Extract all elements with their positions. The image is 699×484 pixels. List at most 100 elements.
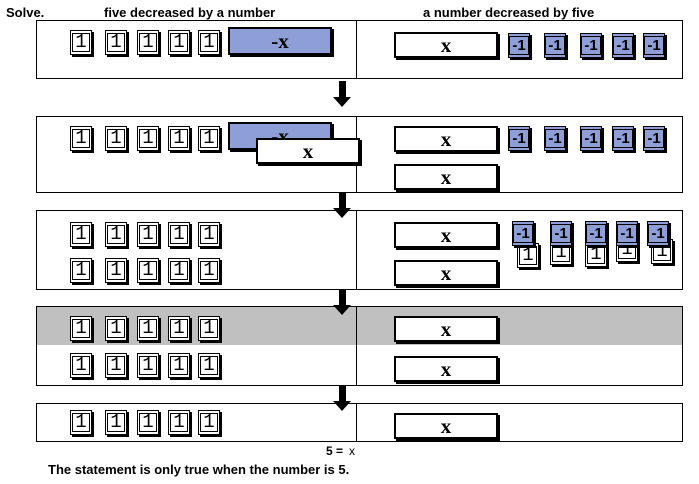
tile-label: 1 — [170, 129, 188, 148]
variable-bar: x — [394, 356, 498, 382]
divider-5 — [356, 404, 357, 441]
positive-one-tile: 1 — [105, 222, 127, 247]
negative-one-tile: -1 — [580, 126, 602, 151]
tile-label: -1 — [644, 36, 664, 55]
positive-one-tile: 1 — [137, 258, 159, 283]
result-lhs: 5 = — [326, 444, 344, 458]
positive-one-tile: 1 — [70, 222, 92, 247]
tile-label: 1 — [519, 246, 537, 265]
positive-one-tile: 1 — [137, 126, 159, 151]
panel-1 — [36, 20, 683, 79]
down-arrow-icon — [333, 290, 351, 315]
positive-one-tile: 1 — [198, 258, 220, 283]
tile-label: 1 — [170, 356, 188, 375]
negative-one-tile: -1 — [508, 126, 530, 151]
variable-bar: x — [394, 32, 498, 58]
negative-one-tile: -1 — [643, 33, 665, 58]
result-equation: 5 =x — [326, 444, 355, 458]
down-arrow-icon — [333, 193, 351, 218]
tile-label: 1 — [72, 225, 90, 244]
positive-one-tile: 1 — [70, 353, 92, 378]
tile-label: 1 — [107, 129, 125, 148]
tile-label: 1 — [139, 319, 157, 338]
tile-label: -1 — [545, 129, 565, 148]
negative-one-tile: -1 — [550, 221, 572, 246]
tile-label: 1 — [139, 225, 157, 244]
variable-label: x — [440, 126, 452, 151]
tile-label: 1 — [200, 225, 218, 244]
tile-label: 1 — [107, 356, 125, 375]
tile-label: 1 — [139, 129, 157, 148]
variable-bar: x — [394, 413, 498, 439]
positive-one-tile: 1 — [517, 243, 539, 268]
positive-one-tile: 1 — [105, 126, 127, 151]
tile-label: 1 — [587, 245, 605, 264]
negative-variable-bar: -x — [228, 27, 332, 55]
variable-label: x — [440, 32, 452, 57]
divider-1 — [356, 21, 357, 78]
positive-one-tile: 1 — [70, 258, 92, 283]
tile-label: 1 — [200, 33, 218, 52]
tile-label: 1 — [170, 225, 188, 244]
positive-one-tile: 1 — [198, 30, 220, 55]
variable-label: x — [440, 356, 452, 381]
tile-label: -1 — [581, 36, 601, 55]
negative-one-tile: -1 — [616, 221, 638, 246]
positive-one-tile: 1 — [168, 316, 190, 341]
tile-label: 1 — [72, 356, 90, 375]
variable-bar: x — [394, 316, 498, 342]
positive-one-tile: 1 — [168, 258, 190, 283]
tile-label: 1 — [107, 33, 125, 52]
divider-4 — [356, 307, 357, 385]
tile-label: 1 — [200, 129, 218, 148]
positive-one-tile: 1 — [70, 316, 92, 341]
negative-one-tile: -1 — [512, 221, 534, 246]
positive-one-tile: 1 — [198, 410, 220, 435]
conclusion-text: The statement is only true when the numb… — [48, 462, 350, 477]
variable-label: x — [440, 413, 452, 438]
down-arrow-icon — [333, 386, 351, 411]
tile-label: 1 — [200, 319, 218, 338]
tile-label: -1 — [551, 224, 571, 243]
panel-2 — [36, 116, 683, 193]
negative-one-tile: -1 — [612, 33, 634, 58]
tile-label: 1 — [170, 261, 188, 280]
negative-one-tile: -1 — [544, 33, 566, 58]
tile-label: -1 — [545, 36, 565, 55]
divider-3 — [356, 211, 357, 289]
positive-one-tile: 1 — [198, 126, 220, 151]
negative-one-tile: -1 — [580, 33, 602, 58]
variable-bar: x — [256, 138, 360, 164]
variable-bar: x — [394, 126, 498, 152]
positive-one-tile: 1 — [70, 410, 92, 435]
right-title: a number decreased by five — [423, 5, 595, 20]
positive-one-tile: 1 — [105, 30, 127, 55]
positive-one-tile: 1 — [168, 30, 190, 55]
tile-label: 1 — [107, 225, 125, 244]
tile-label: 1 — [72, 129, 90, 148]
positive-one-tile: 1 — [105, 316, 127, 341]
panel-5 — [36, 403, 683, 442]
positive-one-tile: 1 — [198, 316, 220, 341]
positive-one-tile: 1 — [137, 222, 159, 247]
positive-one-tile: 1 — [168, 410, 190, 435]
solve-label: Solve. — [6, 5, 45, 20]
negative-one-tile: -1 — [508, 33, 530, 58]
positive-one-tile: 1 — [105, 353, 127, 378]
positive-one-tile: 1 — [70, 126, 92, 151]
left-title: five decreased by a number — [104, 5, 276, 20]
tile-label: 1 — [170, 319, 188, 338]
tile-label: -1 — [613, 129, 633, 148]
tile-label: 1 — [72, 319, 90, 338]
variable-label: x — [440, 164, 452, 189]
negative-one-tile: -1 — [585, 221, 607, 246]
variable-label: x — [302, 138, 314, 163]
positive-one-tile: 1 — [70, 30, 92, 55]
positive-one-tile: 1 — [105, 410, 127, 435]
tile-label: 1 — [170, 33, 188, 52]
tile-label: -1 — [617, 224, 637, 243]
variable-label: x — [440, 222, 452, 247]
positive-one-tile: 1 — [137, 410, 159, 435]
positive-one-tile: 1 — [168, 353, 190, 378]
tile-label: 1 — [107, 319, 125, 338]
